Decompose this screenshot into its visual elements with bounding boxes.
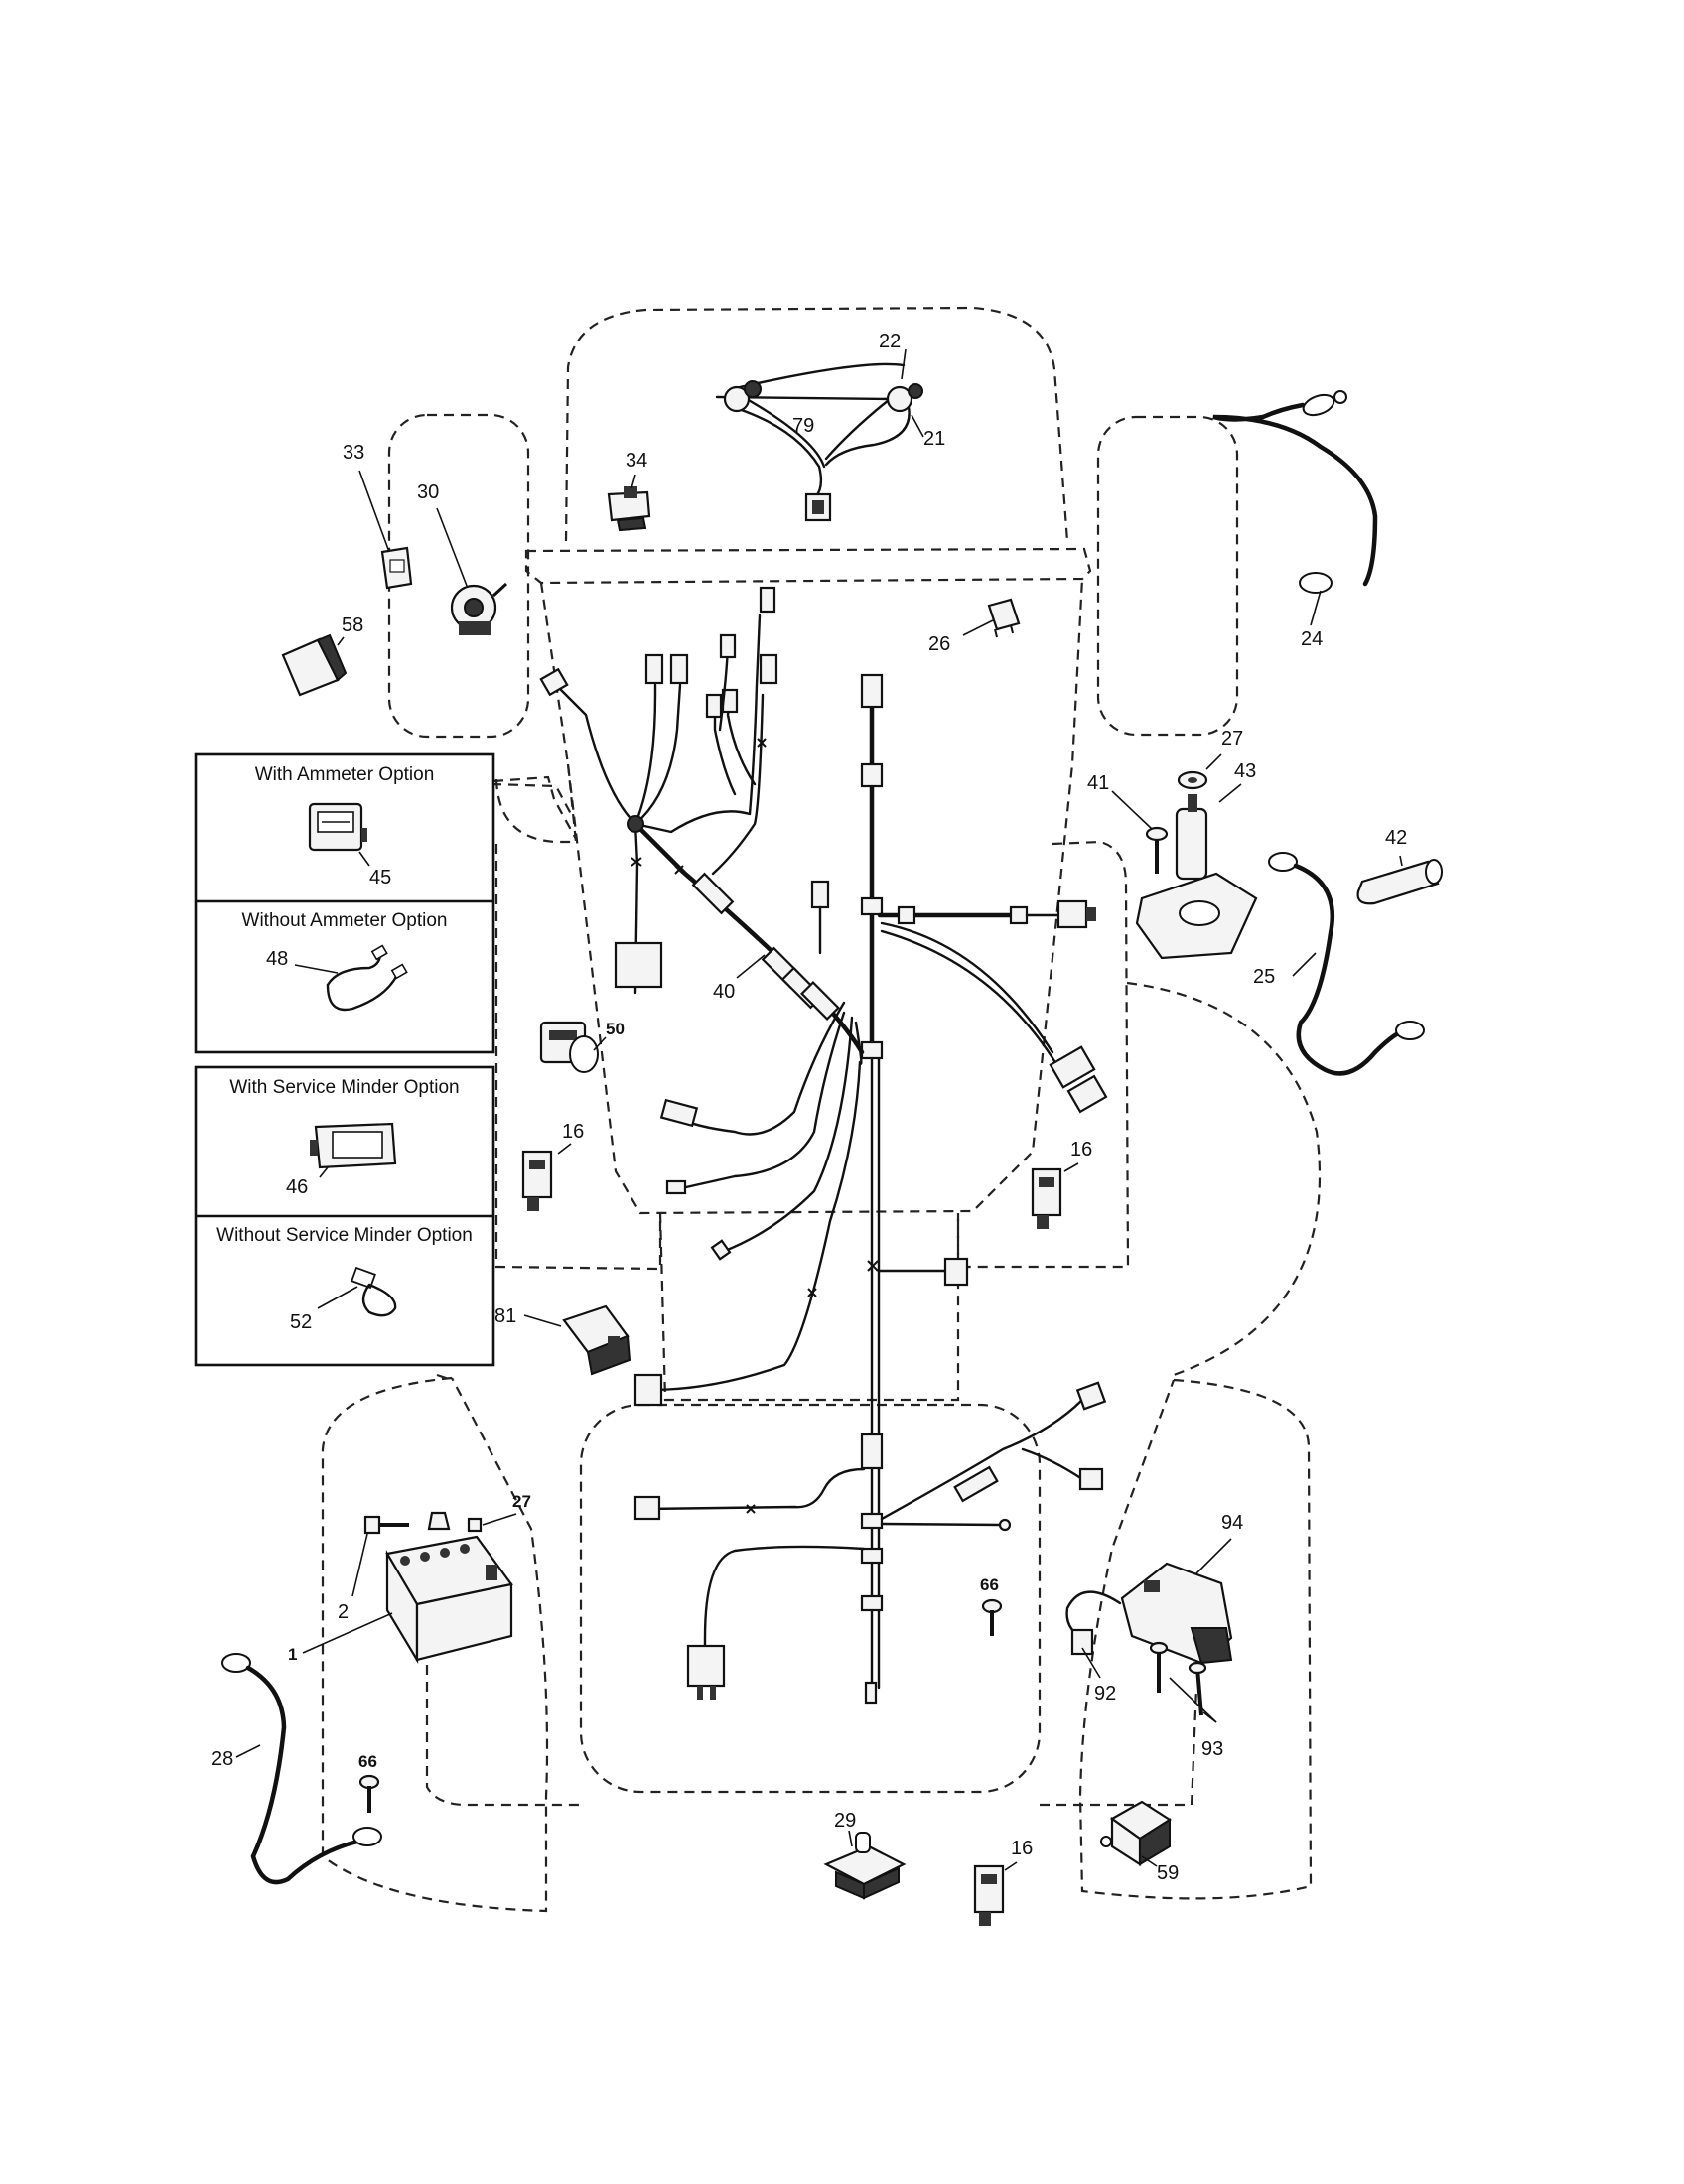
callout-2: 2 xyxy=(338,1601,349,1623)
headlight-harness xyxy=(715,362,923,522)
callout-41: 41 xyxy=(1087,772,1109,794)
callout-45: 45 xyxy=(369,867,391,888)
right-rear-wheel xyxy=(1078,1378,1313,1900)
callout-16-right: 16 xyxy=(1070,1139,1092,1160)
callout-93: 93 xyxy=(1201,1738,1223,1760)
service-minder-option-box: With Service Minder Option Without Servi… xyxy=(194,1065,495,1367)
callout-66-right: 66 xyxy=(980,1575,999,1594)
service-minder-icon xyxy=(310,1122,397,1169)
headlight-icon xyxy=(723,380,923,413)
center-mid-section xyxy=(658,1212,960,1402)
callout-29: 29 xyxy=(834,1810,856,1832)
rear-deck-bottom-right xyxy=(1040,1687,1198,1807)
callout-34: 34 xyxy=(626,450,647,472)
callout-42: 42 xyxy=(1385,827,1407,849)
tractor-outline xyxy=(321,306,1322,1913)
callout-27-top: 27 xyxy=(1221,728,1243,750)
control-module-icon xyxy=(1065,1562,1233,1665)
ammeter-option-box: With Ammeter Option Without Ammeter Opti… xyxy=(194,752,495,1054)
seat-switch-icon xyxy=(823,1832,907,1900)
ammeter-gauge-icon xyxy=(308,802,367,852)
hood-outline xyxy=(564,306,1069,542)
callout-22: 22 xyxy=(879,331,901,352)
callout-21: 21 xyxy=(923,428,945,450)
battery-ground-cable-icon xyxy=(221,1653,382,1885)
right-front-wheel xyxy=(1096,415,1239,737)
pto-switch-icon xyxy=(539,1021,599,1073)
mounting-screw-icon xyxy=(1149,1641,1207,1716)
callout-81: 81 xyxy=(494,1305,516,1327)
callout-40: 40 xyxy=(713,981,735,1003)
with-service-minder-label: With Service Minder Option xyxy=(229,1077,459,1098)
without-ammeter-label: Without Ammeter Option xyxy=(242,910,448,931)
callout-52: 52 xyxy=(290,1311,312,1333)
without-service-minder-label: Without Service Minder Option xyxy=(216,1225,473,1246)
fuse-icon xyxy=(987,598,1021,638)
callout-28: 28 xyxy=(211,1748,233,1770)
callout-33: 33 xyxy=(343,442,364,464)
cover-plate-icon xyxy=(281,633,348,697)
callout-27-bottom: 27 xyxy=(512,1492,531,1511)
bolt-icon xyxy=(981,1598,1003,1636)
hood-crossbar xyxy=(524,547,1092,585)
with-ammeter-label: With Ammeter Option xyxy=(255,764,435,785)
callout-59: 59 xyxy=(1157,1862,1179,1884)
callout-79: 79 xyxy=(792,415,814,437)
solenoid-icon xyxy=(1135,794,1258,960)
terminal-boot-icon xyxy=(1356,859,1443,905)
nut-icon xyxy=(1177,770,1208,790)
left-front-wheel xyxy=(387,413,530,739)
seat-deck-area xyxy=(579,1403,1042,1794)
callout-1: 1 xyxy=(288,1645,297,1664)
callout-46: 46 xyxy=(286,1176,308,1198)
right-mid-panel xyxy=(956,840,1130,1269)
box-link-lower xyxy=(436,1373,453,1382)
left-rear-wheel xyxy=(321,1376,549,1913)
ignition-key-icon xyxy=(380,546,413,590)
right-fender-curve xyxy=(1126,981,1322,1377)
callout-58: 58 xyxy=(342,614,363,636)
callout-66-left: 66 xyxy=(358,1752,377,1771)
left-mid-panel-lower xyxy=(494,844,662,1271)
callout-30: 30 xyxy=(417,481,439,503)
callout-94: 94 xyxy=(1221,1512,1243,1534)
ground-cable-icon xyxy=(1212,390,1378,594)
battery-icon xyxy=(385,1535,513,1664)
callout-43: 43 xyxy=(1234,760,1256,782)
battery-cable-icon xyxy=(1268,852,1425,1076)
relay-icon xyxy=(562,1304,632,1376)
service-minder-jumper-icon xyxy=(351,1266,397,1317)
ignition-switch-icon xyxy=(450,582,508,635)
callout-48: 48 xyxy=(266,948,288,970)
ammeter-link xyxy=(491,782,572,815)
interlock-switch-right-icon xyxy=(1031,1167,1062,1229)
interlock-switch-bottom-icon xyxy=(973,1864,1005,1926)
interlock-switch-icon xyxy=(521,1150,553,1211)
callout-25: 25 xyxy=(1253,966,1275,988)
headlight-switch-icon xyxy=(607,486,651,532)
jumper-wire-icon xyxy=(326,944,408,1012)
battery-bolt-icon xyxy=(363,1511,483,1535)
screw-icon xyxy=(1145,826,1169,874)
rear-deck-bottom xyxy=(425,1648,581,1807)
callout-16-bottom: 16 xyxy=(1011,1838,1033,1859)
callout-92: 92 xyxy=(1094,1683,1116,1705)
left-mid-panel xyxy=(494,763,578,844)
capacitor-icon xyxy=(1100,1800,1173,1867)
callout-50: 50 xyxy=(606,1020,625,1038)
main-wire-harness xyxy=(539,586,1108,1705)
callout-26: 26 xyxy=(928,633,950,655)
bolt-left-icon xyxy=(358,1774,380,1813)
callout-16-left: 16 xyxy=(562,1121,584,1143)
callout-24: 24 xyxy=(1301,628,1323,650)
